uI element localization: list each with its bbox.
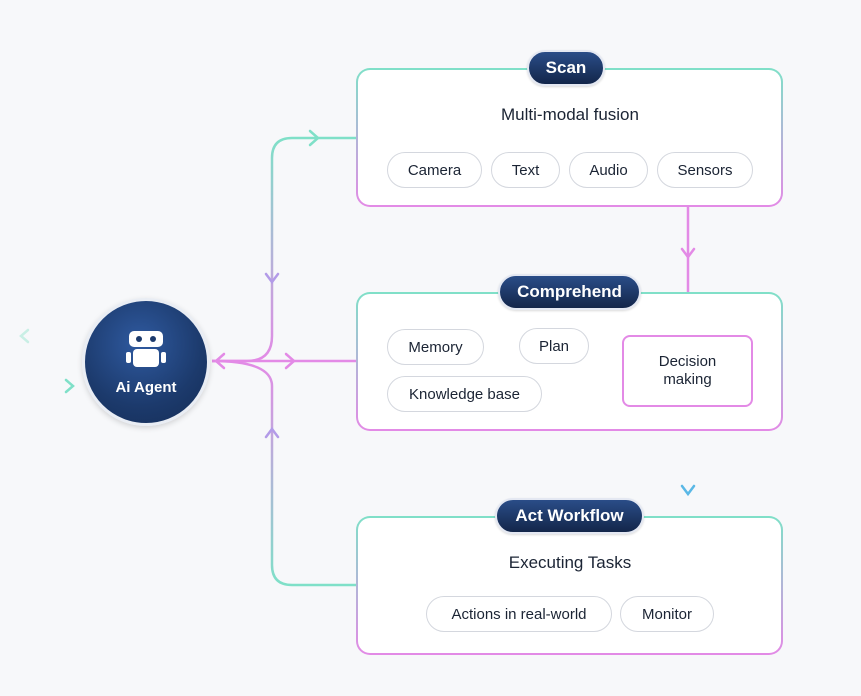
decision-making-label: Decision making xyxy=(658,353,717,388)
arrow-up-left xyxy=(264,426,280,439)
audio-chip: Audio xyxy=(569,152,648,188)
comprehend-badge: Comprehend xyxy=(498,274,641,310)
ai-agent-node: Ai Agent xyxy=(82,298,210,426)
arrow-to-scan xyxy=(308,129,320,147)
plan-chip: Plan xyxy=(519,328,589,364)
arrow-in-left xyxy=(64,378,75,394)
act-title: Executing Tasks xyxy=(508,553,632,572)
arrow-scan-down xyxy=(680,247,696,260)
sensors-chip: Sensors xyxy=(657,152,753,188)
knowledge-base-chip: Knowledge base xyxy=(387,376,542,412)
arrow-out-left xyxy=(19,328,30,344)
ai-agent-label: Ai Agent xyxy=(115,379,177,396)
act-workflow-panel xyxy=(356,516,783,655)
arrow-to-comprehend xyxy=(284,352,296,370)
scan-title: Multi-modal fusion xyxy=(501,105,639,124)
text-chip: Text xyxy=(491,152,560,188)
decision-making-box: Decision making xyxy=(622,335,753,407)
arrow-down-left xyxy=(264,272,280,285)
connector-act xyxy=(211,359,356,587)
memory-chip: Memory xyxy=(387,329,484,365)
actions-real-world-chip: Actions in real-world xyxy=(426,596,612,632)
camera-chip: Camera xyxy=(387,152,482,188)
arrow-decision-down xyxy=(680,484,696,497)
robot-icon xyxy=(126,331,166,367)
connector-scan xyxy=(212,136,356,363)
act-workflow-badge: Act Workflow xyxy=(495,498,644,534)
monitor-chip: Monitor xyxy=(620,596,714,632)
scan-badge: Scan xyxy=(527,50,605,86)
